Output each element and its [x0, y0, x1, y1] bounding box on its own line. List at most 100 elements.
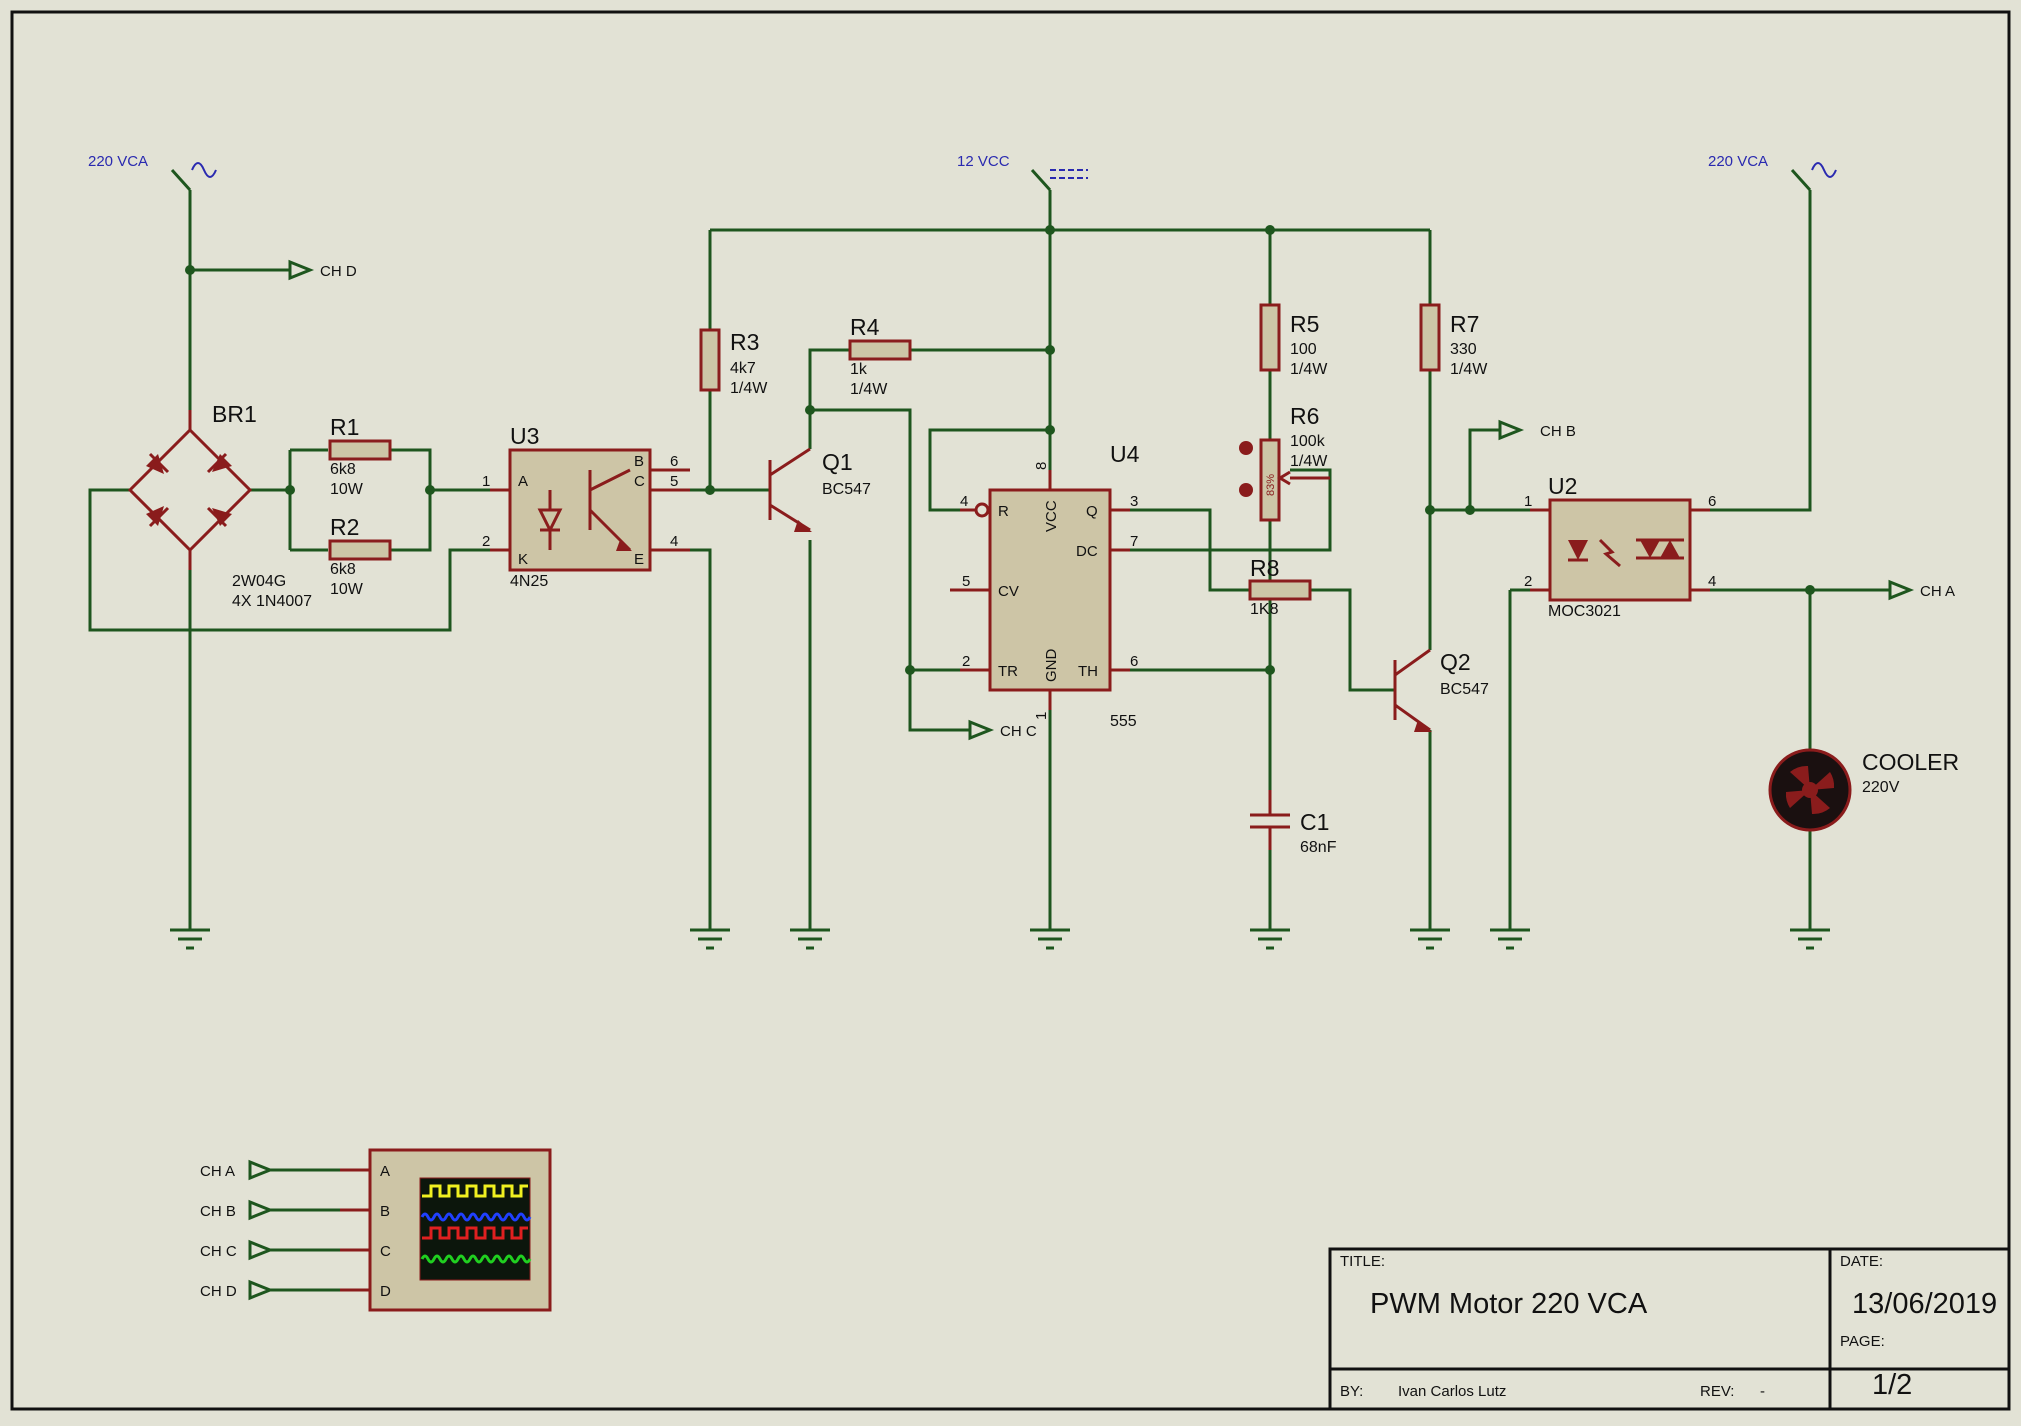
potentiometer-r6: 83% R6 100k 1/4W [1239, 403, 1330, 522]
svg-text:1/4W: 1/4W [1290, 453, 1328, 470]
scope-traces [420, 1184, 532, 1264]
svg-text:U3: U3 [510, 423, 539, 449]
page-number: 1/2 [1872, 1369, 1912, 1401]
svg-text:3: 3 [1130, 493, 1138, 510]
svg-text:100k: 100k [1290, 433, 1326, 450]
probe-chc: CH C [968, 719, 1037, 741]
svg-text:R3: R3 [730, 329, 759, 355]
junctions [185, 225, 1815, 675]
svg-text:BC547: BC547 [822, 481, 871, 498]
svg-text:C: C [634, 473, 645, 490]
fan-icon [1785, 765, 1835, 815]
power-12vcc: 12 VCC [957, 153, 1088, 192]
svg-text:U2: U2 [1548, 473, 1577, 499]
resistor-r2: R2 6k8 10W [328, 514, 392, 598]
svg-text:1: 1 [482, 473, 490, 490]
svg-text:Q2: Q2 [1440, 649, 1471, 675]
scope-input-a: CH A A [200, 1159, 390, 1181]
adjust-down-icon [1239, 483, 1253, 497]
svg-text:4: 4 [670, 533, 678, 550]
scope-pin-label: A [380, 1163, 390, 1180]
svg-text:TH: TH [1078, 663, 1098, 680]
svg-text:1k: 1k [850, 361, 868, 378]
svg-text:R2: R2 [330, 514, 359, 540]
svg-text:R4: R4 [850, 314, 880, 340]
svg-text:E: E [634, 551, 644, 568]
svg-text:10W: 10W [330, 581, 364, 598]
svg-text:6k8: 6k8 [330, 461, 356, 478]
transistor-q1: Q1 BC547 [768, 447, 871, 532]
svg-text:1/4W: 1/4W [1450, 361, 1488, 378]
scope-channel-label: CH D [200, 1283, 237, 1300]
ground-icon [1410, 928, 1450, 950]
svg-text:CH D: CH D [320, 263, 357, 280]
svg-text:1/4W: 1/4W [1290, 361, 1328, 378]
svg-text:100: 100 [1290, 341, 1317, 358]
author-label: BY: [1340, 1383, 1363, 1400]
ground-symbols [170, 928, 1830, 950]
resistor-r7: R7 330 1/4W [1419, 303, 1488, 378]
resistor-r3: R3 4k7 1/4W [699, 328, 768, 397]
svg-text:6k8: 6k8 [330, 561, 356, 578]
svg-text:5: 5 [962, 573, 970, 590]
scope-trace-b [420, 1212, 532, 1222]
scope-pin-label: B [380, 1203, 390, 1220]
svg-text:BC547: BC547 [1440, 681, 1489, 698]
svg-text:6: 6 [670, 453, 678, 470]
svg-text:1: 1 [1524, 493, 1532, 510]
svg-text:VCC: VCC [1043, 500, 1060, 532]
svg-text:CH C: CH C [1000, 723, 1037, 740]
drawing-title: PWM Motor 220 VCA [1370, 1288, 1648, 1320]
probe-chb: CH B [1498, 419, 1576, 441]
cooler-motor: COOLER 220V [1768, 748, 1959, 832]
svg-text:A: A [518, 473, 528, 490]
svg-text:4N25: 4N25 [510, 573, 548, 590]
svg-text:R5: R5 [1290, 311, 1319, 337]
date-label: DATE: [1840, 1253, 1883, 1270]
svg-text:MOC3021: MOC3021 [1548, 603, 1621, 620]
drawing-date: 13/06/2019 [1852, 1288, 1997, 1320]
svg-text:2: 2 [1524, 573, 1532, 590]
svg-text:R: R [998, 503, 1009, 520]
svg-text:6: 6 [1708, 493, 1716, 510]
svg-text:330: 330 [1450, 341, 1477, 358]
svg-text:7: 7 [1130, 533, 1138, 550]
ground-icon [790, 928, 830, 950]
svg-text:R7: R7 [1450, 311, 1479, 337]
probe-arrow-icon [248, 1239, 275, 1261]
power-label: 220 VCA [88, 153, 148, 170]
svg-text:1/4W: 1/4W [730, 380, 768, 397]
revision-label: REV: [1700, 1383, 1734, 1400]
svg-text:8: 8 [1033, 462, 1050, 470]
ground-icon [1490, 928, 1530, 950]
optocoupler-u3: A K B C E 1 2 6 5 4 U3 4N25 [482, 423, 690, 590]
svg-text:C1: C1 [1300, 809, 1329, 835]
power-220vca-left: 220 VCA [88, 153, 217, 192]
component-value: 4X 1N4007 [232, 593, 312, 610]
page-label: PAGE: [1840, 1333, 1885, 1350]
svg-text:B: B [634, 453, 644, 470]
scope-channel-label: CH A [200, 1163, 235, 1180]
svg-text:2: 2 [962, 653, 970, 670]
power-label: 220 VCA [1708, 153, 1768, 170]
revision-value: - [1760, 1383, 1765, 1400]
svg-text:4k7: 4k7 [730, 360, 756, 377]
svg-text:6: 6 [1130, 653, 1138, 670]
svg-text:4: 4 [1708, 573, 1716, 590]
probe-arrow-icon [248, 1159, 275, 1181]
svg-text:5: 5 [670, 473, 678, 490]
svg-text:CH A: CH A [1920, 583, 1955, 600]
ground-icon [1030, 928, 1070, 950]
svg-text:R8: R8 [1250, 555, 1279, 581]
component-ref: BR1 [212, 401, 257, 427]
adjust-up-icon [1239, 441, 1253, 455]
power-220vca-right: 220 VCA [1708, 153, 1837, 192]
svg-text:R6: R6 [1290, 403, 1319, 429]
scope-pin-label: C [380, 1243, 391, 1260]
probe-arrow-icon [248, 1199, 275, 1221]
